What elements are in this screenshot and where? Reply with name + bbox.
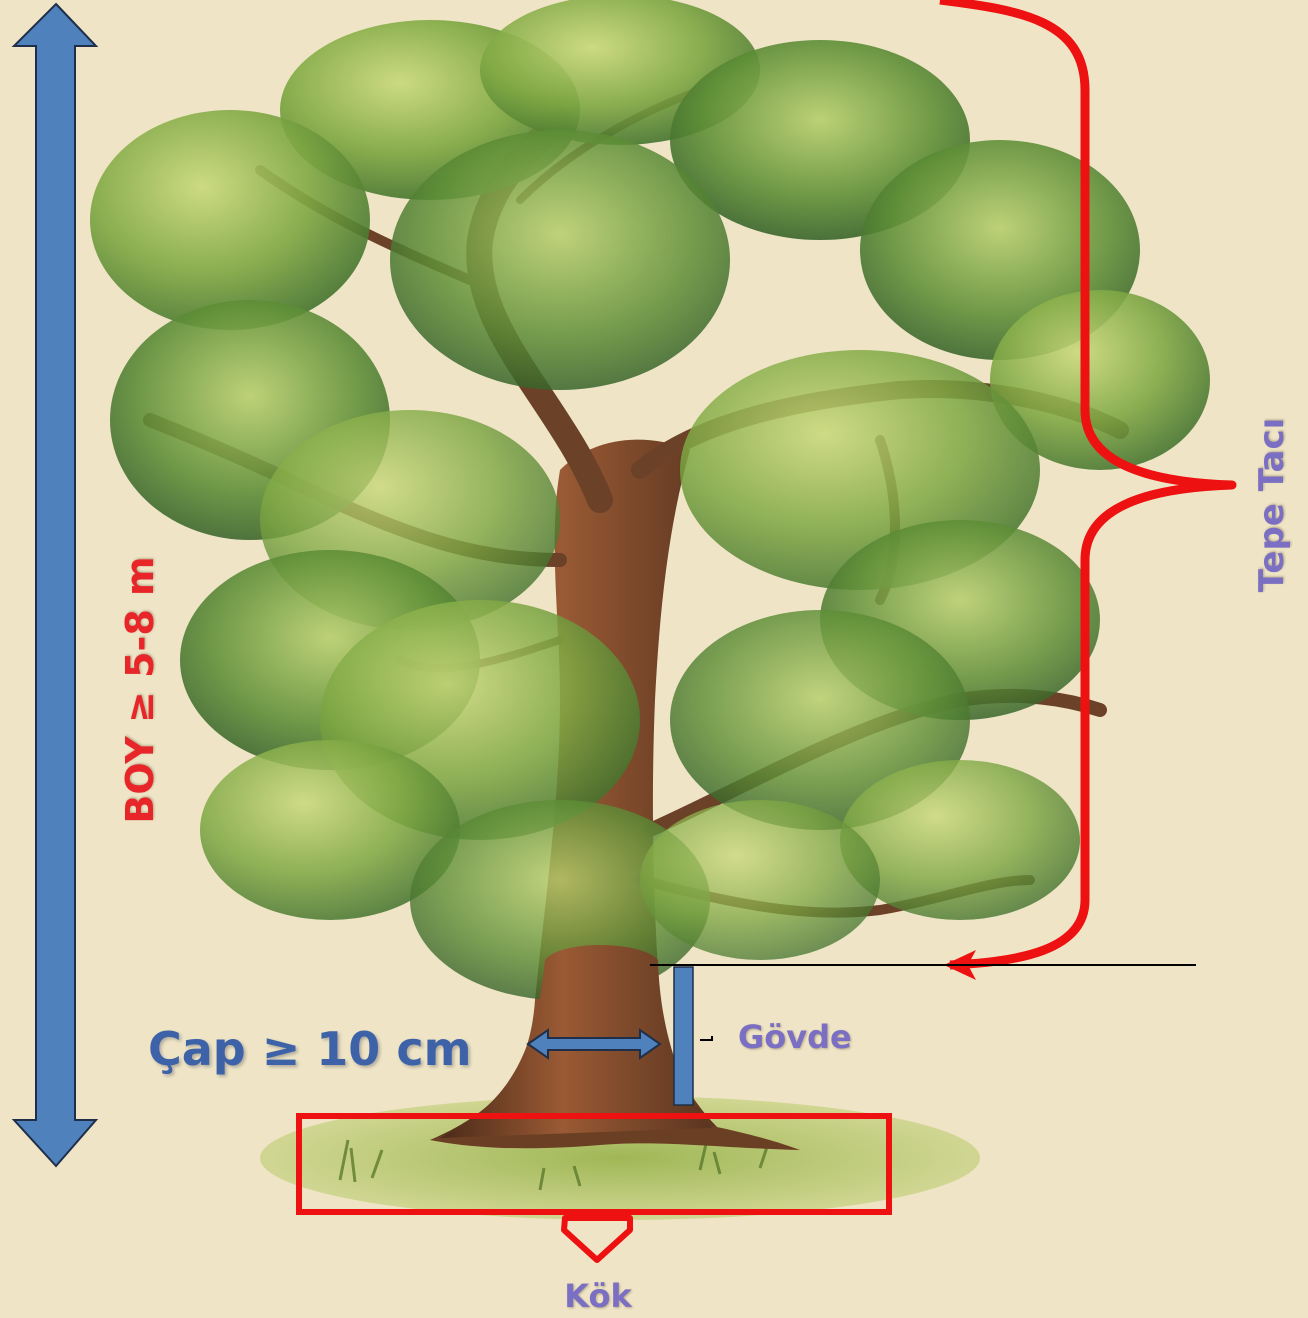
trunk-height-bar: [674, 967, 693, 1105]
height-double-arrow: [14, 4, 96, 1166]
root-label: Kök: [564, 1277, 632, 1315]
trunk-label: Gövde: [738, 1018, 852, 1056]
crown-label: Tepe Tacı: [1252, 418, 1292, 593]
root-down-arrow: [564, 1218, 630, 1260]
trunk-bar-brace: [700, 1036, 712, 1040]
diameter-label: Çap ≥ 10 cm: [148, 1022, 472, 1076]
height-label: BOY ≥ 5-8 m: [118, 556, 162, 823]
